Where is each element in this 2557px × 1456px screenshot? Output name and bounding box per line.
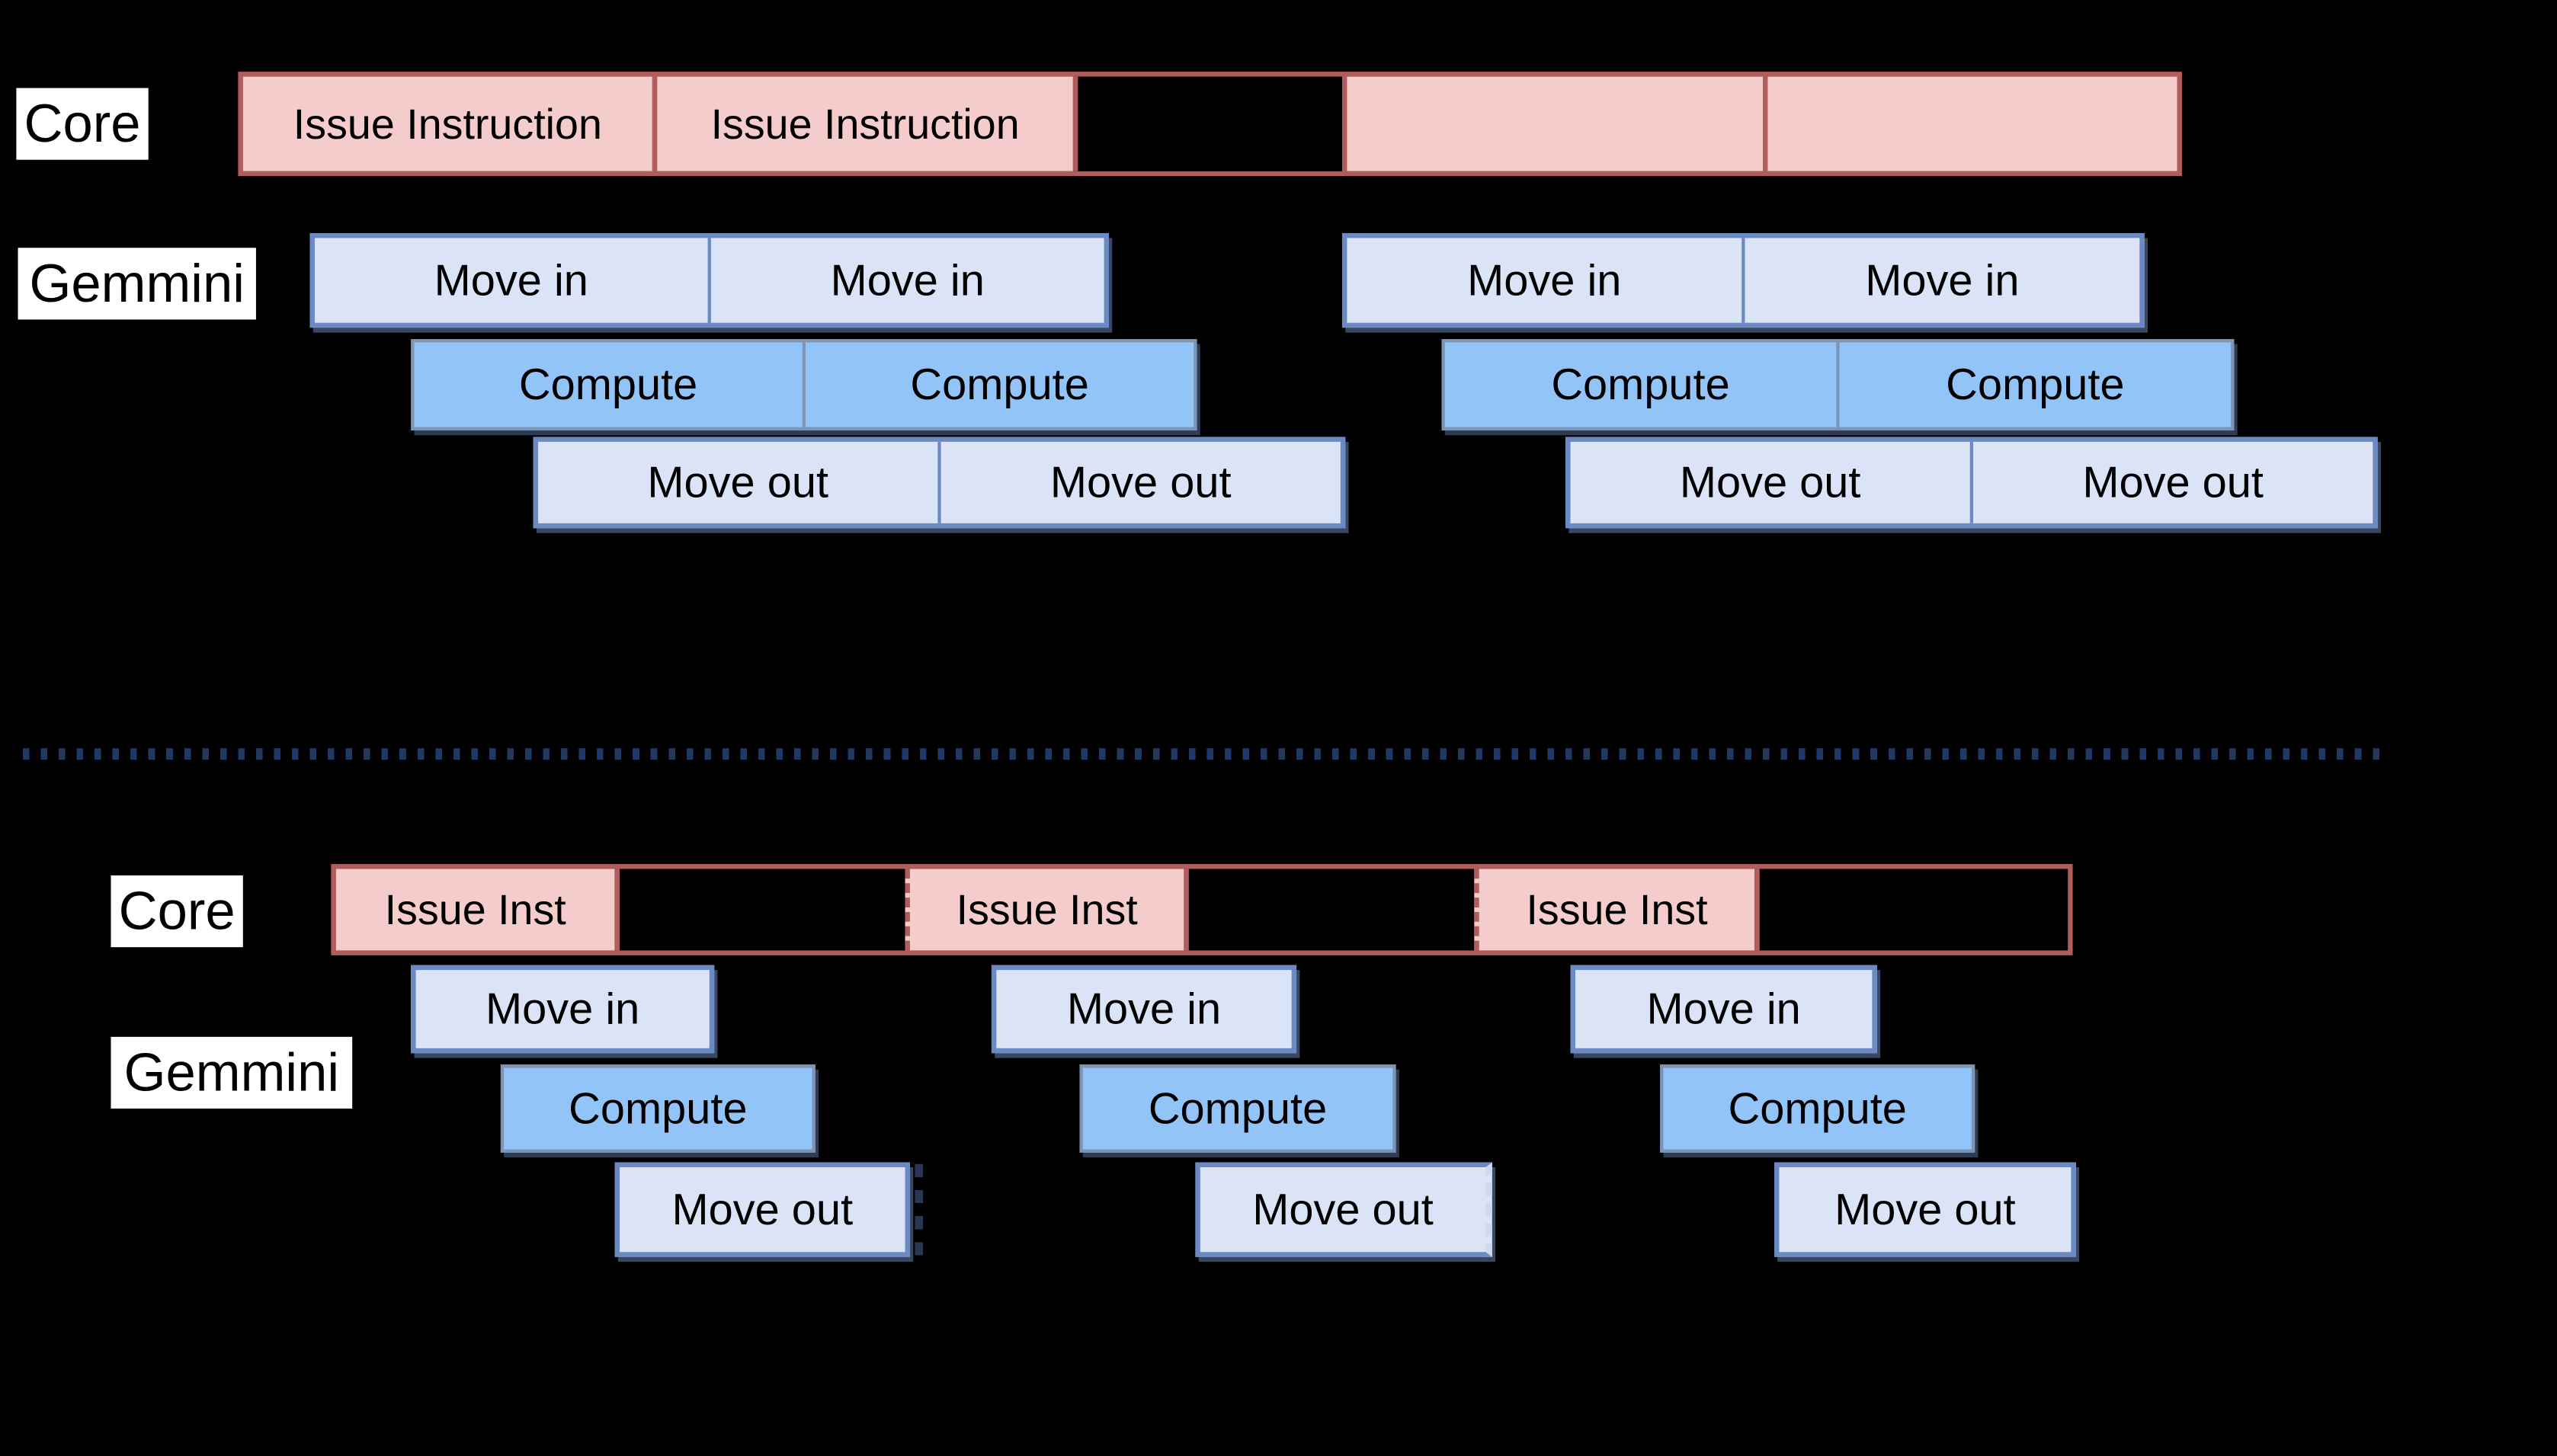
top-gemmini-label: Gemmini — [18, 248, 256, 320]
move-out-box: Move out — [647, 457, 829, 507]
compute-box: Compute — [500, 1064, 815, 1153]
compute-box: Compute — [1660, 1064, 1975, 1153]
move-out-pair: Move out Move out — [1565, 437, 2378, 529]
issue-inst-cell: Issue Inst — [905, 869, 1184, 951]
compute-box: Compute — [1551, 359, 1730, 408]
issue-inst-cell: Issue Inst — [335, 869, 615, 951]
move-in-box: Move in — [434, 254, 588, 305]
compute-box: Compute — [518, 359, 698, 408]
compute-pair: Compute Compute — [411, 339, 1197, 430]
compute-pair: Compute Compute — [1441, 339, 2235, 430]
move-in-pair: Move in Move in — [309, 232, 1109, 328]
top-core-label: Core — [16, 88, 149, 160]
core-idle-cell — [1184, 869, 1475, 951]
move-out-pair: Move out Move out — [533, 437, 1346, 529]
core-busy-cell — [1763, 76, 2177, 171]
issue-inst-cell: Issue Inst — [1474, 869, 1755, 951]
move-in-box: Move in — [411, 965, 715, 1054]
move-out-box: Move out — [1969, 441, 2373, 523]
core-idle-cell — [1754, 869, 2068, 951]
move-in-box: Move in — [1467, 254, 1622, 305]
core-idle-cell — [1072, 76, 1342, 171]
move-out-box: Move out — [937, 441, 1341, 523]
bottom-core-row: Issue Inst Issue Inst Issue Inst — [331, 864, 2073, 955]
move-out-box: Move out — [1774, 1162, 2076, 1257]
iteration-end-dashed-line — [915, 1163, 924, 1256]
move-in-pair: Move in Move in — [1341, 232, 2145, 328]
move-in-box: Move in — [1570, 965, 1877, 1054]
issue-instruction-cell: Issue Instruction — [652, 76, 1073, 171]
section-divider-dotted-line — [22, 748, 2385, 760]
bottom-core-label: Core — [111, 875, 243, 948]
top-core-row: Issue Instruction Issue Instruction — [238, 72, 2182, 177]
move-in-box: Move in — [1742, 238, 2139, 323]
move-in-box: Move in — [991, 965, 1297, 1054]
issue-instruction-cell: Issue Instruction — [242, 76, 652, 171]
move-out-box: Move out — [614, 1162, 910, 1257]
compute-box: Compute — [802, 342, 1194, 427]
core-busy-cell — [1341, 76, 1764, 171]
move-out-box: Move out — [1195, 1162, 1492, 1257]
core-idle-cell — [614, 869, 905, 951]
compute-box: Compute — [1836, 342, 2231, 427]
move-in-box: Move in — [707, 238, 1104, 323]
move-out-box: Move out — [1679, 457, 1861, 507]
bottom-gemmini-label: Gemmini — [111, 1036, 353, 1109]
compute-box: Compute — [1079, 1064, 1396, 1153]
